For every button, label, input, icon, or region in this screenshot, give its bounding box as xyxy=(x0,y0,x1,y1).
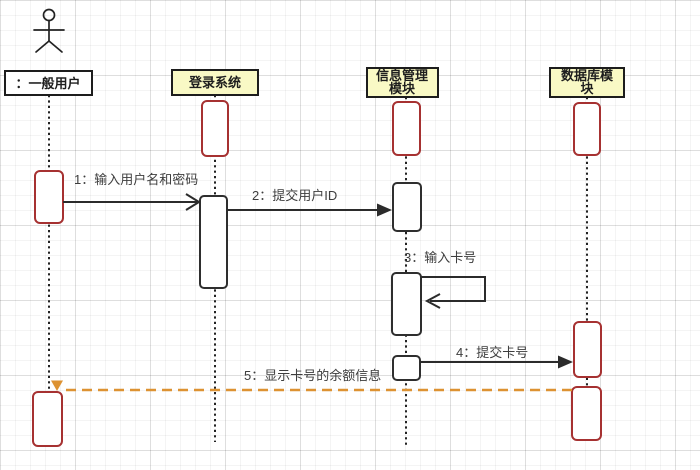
message-4: 4：提交卡号 xyxy=(420,345,573,369)
activation-login-top xyxy=(201,100,229,157)
message-3-self: 3：输入卡号 xyxy=(404,250,486,309)
activation-info-msg2 xyxy=(392,182,422,232)
lifeline-head-info: 信息管理 模块 xyxy=(366,67,439,98)
activation-info-top xyxy=(392,101,421,156)
message-4-label: 4：提交卡号 xyxy=(456,345,528,360)
message-1-open-arrowhead-icon xyxy=(185,193,201,211)
message-5-label: 5：显示卡号的余额信息 xyxy=(244,368,381,383)
message-5-return: 5：显示卡号的余额信息 xyxy=(51,368,572,392)
lifeline-head-info-label-line2: 模块 xyxy=(389,81,416,96)
activation-info-self xyxy=(391,272,422,336)
activation-db-top xyxy=(573,102,601,156)
activation-db-msg4 xyxy=(573,321,602,378)
activation-user-msg1 xyxy=(34,170,64,224)
message-2-label: 2：提交用户ID xyxy=(252,188,337,203)
message-3-open-arrowhead-icon xyxy=(424,293,441,309)
lifeline-head-login: 登录系统 xyxy=(171,69,259,96)
lifeline-head-db-label-line1: 数据库模 xyxy=(561,68,614,83)
activation-info-msg4 xyxy=(392,355,421,381)
message-5-down-arrowhead-icon xyxy=(51,380,63,391)
message-1: 1：输入用户名和密码 xyxy=(63,172,201,211)
lifeline-head-info-label-line1: 信息管理 xyxy=(376,68,428,83)
lifeline-head-user-label: ：一般用户 xyxy=(15,76,80,91)
message-2-filled-arrowhead-icon xyxy=(377,203,392,217)
lifeline-head-db: 数据库模 块 xyxy=(549,67,625,98)
activation-db-bottom xyxy=(571,386,602,441)
message-2: 2：提交用户ID xyxy=(227,188,392,217)
activation-user-bottom xyxy=(32,391,63,447)
lifeline-head-db-label-line2: 块 xyxy=(580,81,594,96)
message-3-label: 3：输入卡号 xyxy=(404,250,476,265)
message-3-loop-line xyxy=(421,276,486,302)
activation-login-msg1 xyxy=(199,195,228,289)
message-1-label: 1：输入用户名和密码 xyxy=(74,172,198,187)
message-4-filled-arrowhead-icon xyxy=(558,355,573,369)
lifeline-head-login-label: 登录系统 xyxy=(188,75,241,90)
actor-stick-figure-icon xyxy=(33,8,65,53)
lifeline-head-user: ：一般用户 xyxy=(4,70,93,96)
